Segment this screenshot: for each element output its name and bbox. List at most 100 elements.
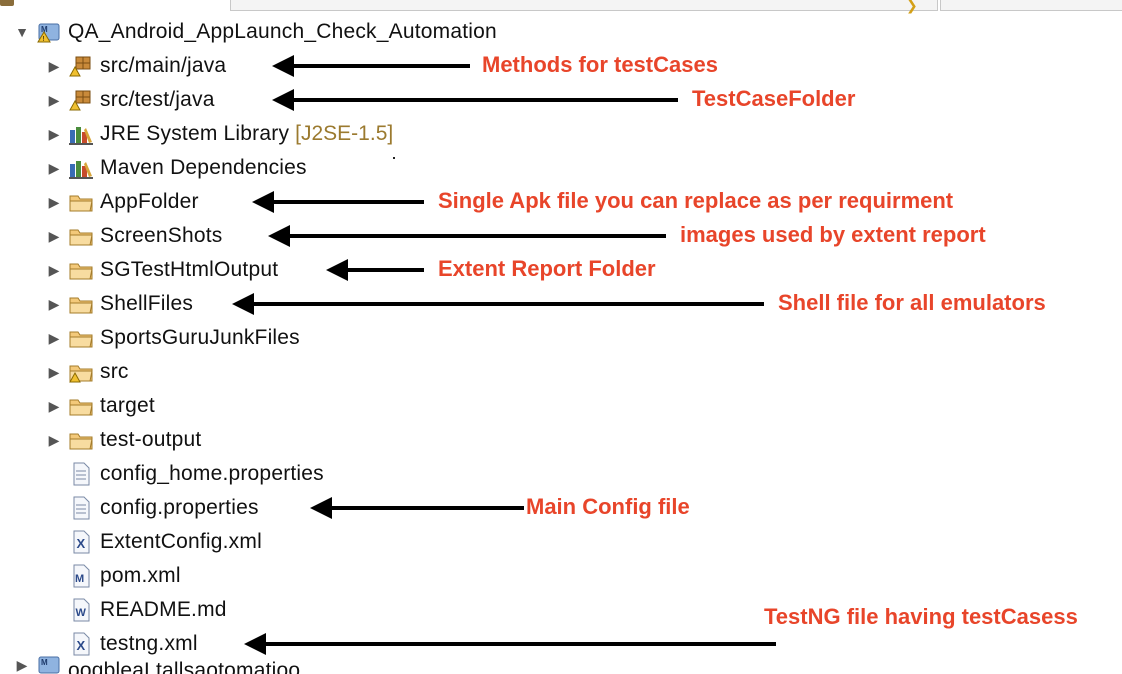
tree-item-label: src/test/java [100, 88, 215, 111]
annotation-label: Shell file for all emulators [778, 290, 1046, 315]
tree-item-label: target [100, 394, 155, 417]
arrow-head [272, 89, 294, 111]
folder-icon [68, 190, 94, 214]
arrow-head [326, 259, 348, 281]
folder-icon [68, 326, 94, 350]
svg-text:M: M [41, 25, 48, 34]
folder-icon [68, 292, 94, 316]
folder-icon [68, 394, 94, 418]
svg-text:M: M [75, 573, 84, 585]
chevron-down-icon[interactable]: ❯ [906, 0, 918, 13]
collapsed-twisty-icon[interactable]: ▶ [48, 91, 60, 108]
tree-item-label: pom.xml [100, 564, 181, 587]
maven-project-icon: M [36, 656, 62, 674]
collapsed-twisty-icon[interactable]: ▶ [48, 125, 60, 142]
collapsed-twisty-icon[interactable]: ▶ [48, 159, 60, 176]
svg-text:M: M [41, 658, 48, 667]
tree-item-label: config.properties [100, 496, 259, 519]
folder-icon [68, 428, 94, 452]
collapsed-twisty-icon[interactable]: ▶ [48, 193, 60, 210]
annotation-label: Methods for testCases [482, 52, 718, 77]
annotation-label: TestNG file having testCasess [764, 604, 1078, 629]
tree-item-label: config_home.properties [100, 462, 324, 485]
collapsed-twisty-icon[interactable]: ▶ [48, 227, 60, 244]
next-project-row[interactable]: ▶ M ooqbleaLtallsaotomatioo [12, 656, 300, 674]
tree-item[interactable]: ▶ ScreenShots [44, 220, 223, 252]
tree-item-label: AppFolder [100, 190, 199, 213]
arrow-head [268, 225, 290, 247]
collapsed-twisty-icon[interactable]: ▶ [48, 261, 60, 278]
svg-text:X: X [77, 638, 86, 653]
tree-item[interactable]: ▶ src [44, 356, 129, 388]
text-file-icon [68, 462, 94, 486]
collapsed-twisty-icon[interactable]: ▶ [48, 295, 60, 312]
expanded-twisty-icon[interactable]: ▼ [15, 24, 29, 40]
svg-text:W: W [76, 607, 87, 619]
arrow-head [244, 633, 266, 655]
tree-item-decoration: [J2SE-1.5] [295, 122, 394, 145]
arrow-head [252, 191, 274, 213]
annotation-label: Single Apk file you can replace as per r… [438, 188, 954, 213]
tree-item-label: SportsGuruJunkFiles [100, 326, 300, 349]
tree-item[interactable]: ▶config.properties [44, 492, 259, 524]
collapsed-twisty-icon[interactable]: ▶ [48, 329, 60, 346]
next-project-name: ooqbleaLtallsaotomatioo [68, 659, 301, 674]
annotation-label: TestCaseFolder [692, 86, 856, 111]
arrow-head [272, 55, 294, 77]
arrow-head [232, 293, 254, 315]
tree-item-label: ScreenShots [100, 224, 223, 247]
project-root[interactable]: ▼ M ! QA_Android_AppLaunch_Check_Automat… [12, 16, 497, 48]
arrow-head [310, 497, 332, 519]
tree-item[interactable]: ▶ AppFolder [44, 186, 199, 218]
markdown-file-icon: W [68, 598, 94, 622]
tree-item-label: ShellFiles [100, 292, 194, 315]
tree-item-label: test-output [100, 428, 202, 451]
collapsed-twisty-icon[interactable]: ▶ [48, 431, 60, 448]
tree-item-label: JRE System Library [100, 122, 290, 145]
stray-dot [393, 157, 395, 159]
tree-item-label: src [100, 360, 129, 383]
xml-file-icon: X [68, 632, 94, 656]
collapsed-twisty-icon[interactable]: ▶ [16, 656, 28, 673]
toolbar-field[interactable] [230, 0, 938, 11]
tree-item-label: SGTestHtmlOutput [100, 258, 279, 281]
tree-item[interactable]: ▶ target [44, 390, 155, 422]
tree-item-label: src/main/java [100, 54, 227, 77]
tree-item[interactable]: ▶ JRE System Library[J2SE-1.5] [44, 118, 393, 150]
svg-text:!: ! [43, 36, 45, 43]
tree-item[interactable]: ▶ src/test/java [44, 84, 215, 116]
svg-text:X: X [77, 536, 86, 551]
collapsed-twisty-icon[interactable]: ▶ [48, 397, 60, 414]
collapsed-twisty-icon[interactable]: ▶ [48, 363, 60, 380]
collapsed-twisty-icon[interactable]: ▶ [48, 57, 60, 74]
folder-icon [68, 258, 94, 282]
annotation-label: Main Config file [526, 494, 690, 519]
toolbar-icon [0, 0, 14, 6]
annotation-label: images used by extent report [680, 222, 986, 247]
tree-item-label: README.md [100, 598, 227, 621]
package-folder-icon [68, 88, 94, 112]
tree-item-label: ExtentConfig.xml [100, 530, 262, 553]
toolbar-field-secondary[interactable] [940, 0, 1122, 11]
tree-item[interactable]: ▶ src/main/java [44, 50, 227, 82]
annotation-label: Extent Report Folder [438, 256, 656, 281]
tree-item[interactable]: ▶ test-output [44, 424, 202, 456]
tree-item[interactable]: ▶ SGTestHtmlOutput [44, 254, 278, 286]
toolbar-strip: ❯ [0, 0, 1122, 13]
maven-pom-icon: M [68, 564, 94, 588]
tree-item[interactable]: ▶Maven Dependencies [44, 152, 307, 184]
text-file-icon [68, 496, 94, 520]
project-name: QA_Android_AppLaunch_Check_Automation [68, 20, 497, 43]
maven-project-icon: M ! [36, 20, 62, 44]
library-icon [68, 122, 94, 146]
library-icon [68, 156, 94, 180]
tree-item[interactable]: ▶ ShellFiles [44, 288, 193, 320]
tree-item[interactable]: ▶config_home.properties [44, 458, 324, 490]
package-folder-icon [68, 54, 94, 78]
warning-folder-icon [68, 360, 94, 384]
tree-item[interactable]: ▶ SportsGuruJunkFiles [44, 322, 300, 354]
